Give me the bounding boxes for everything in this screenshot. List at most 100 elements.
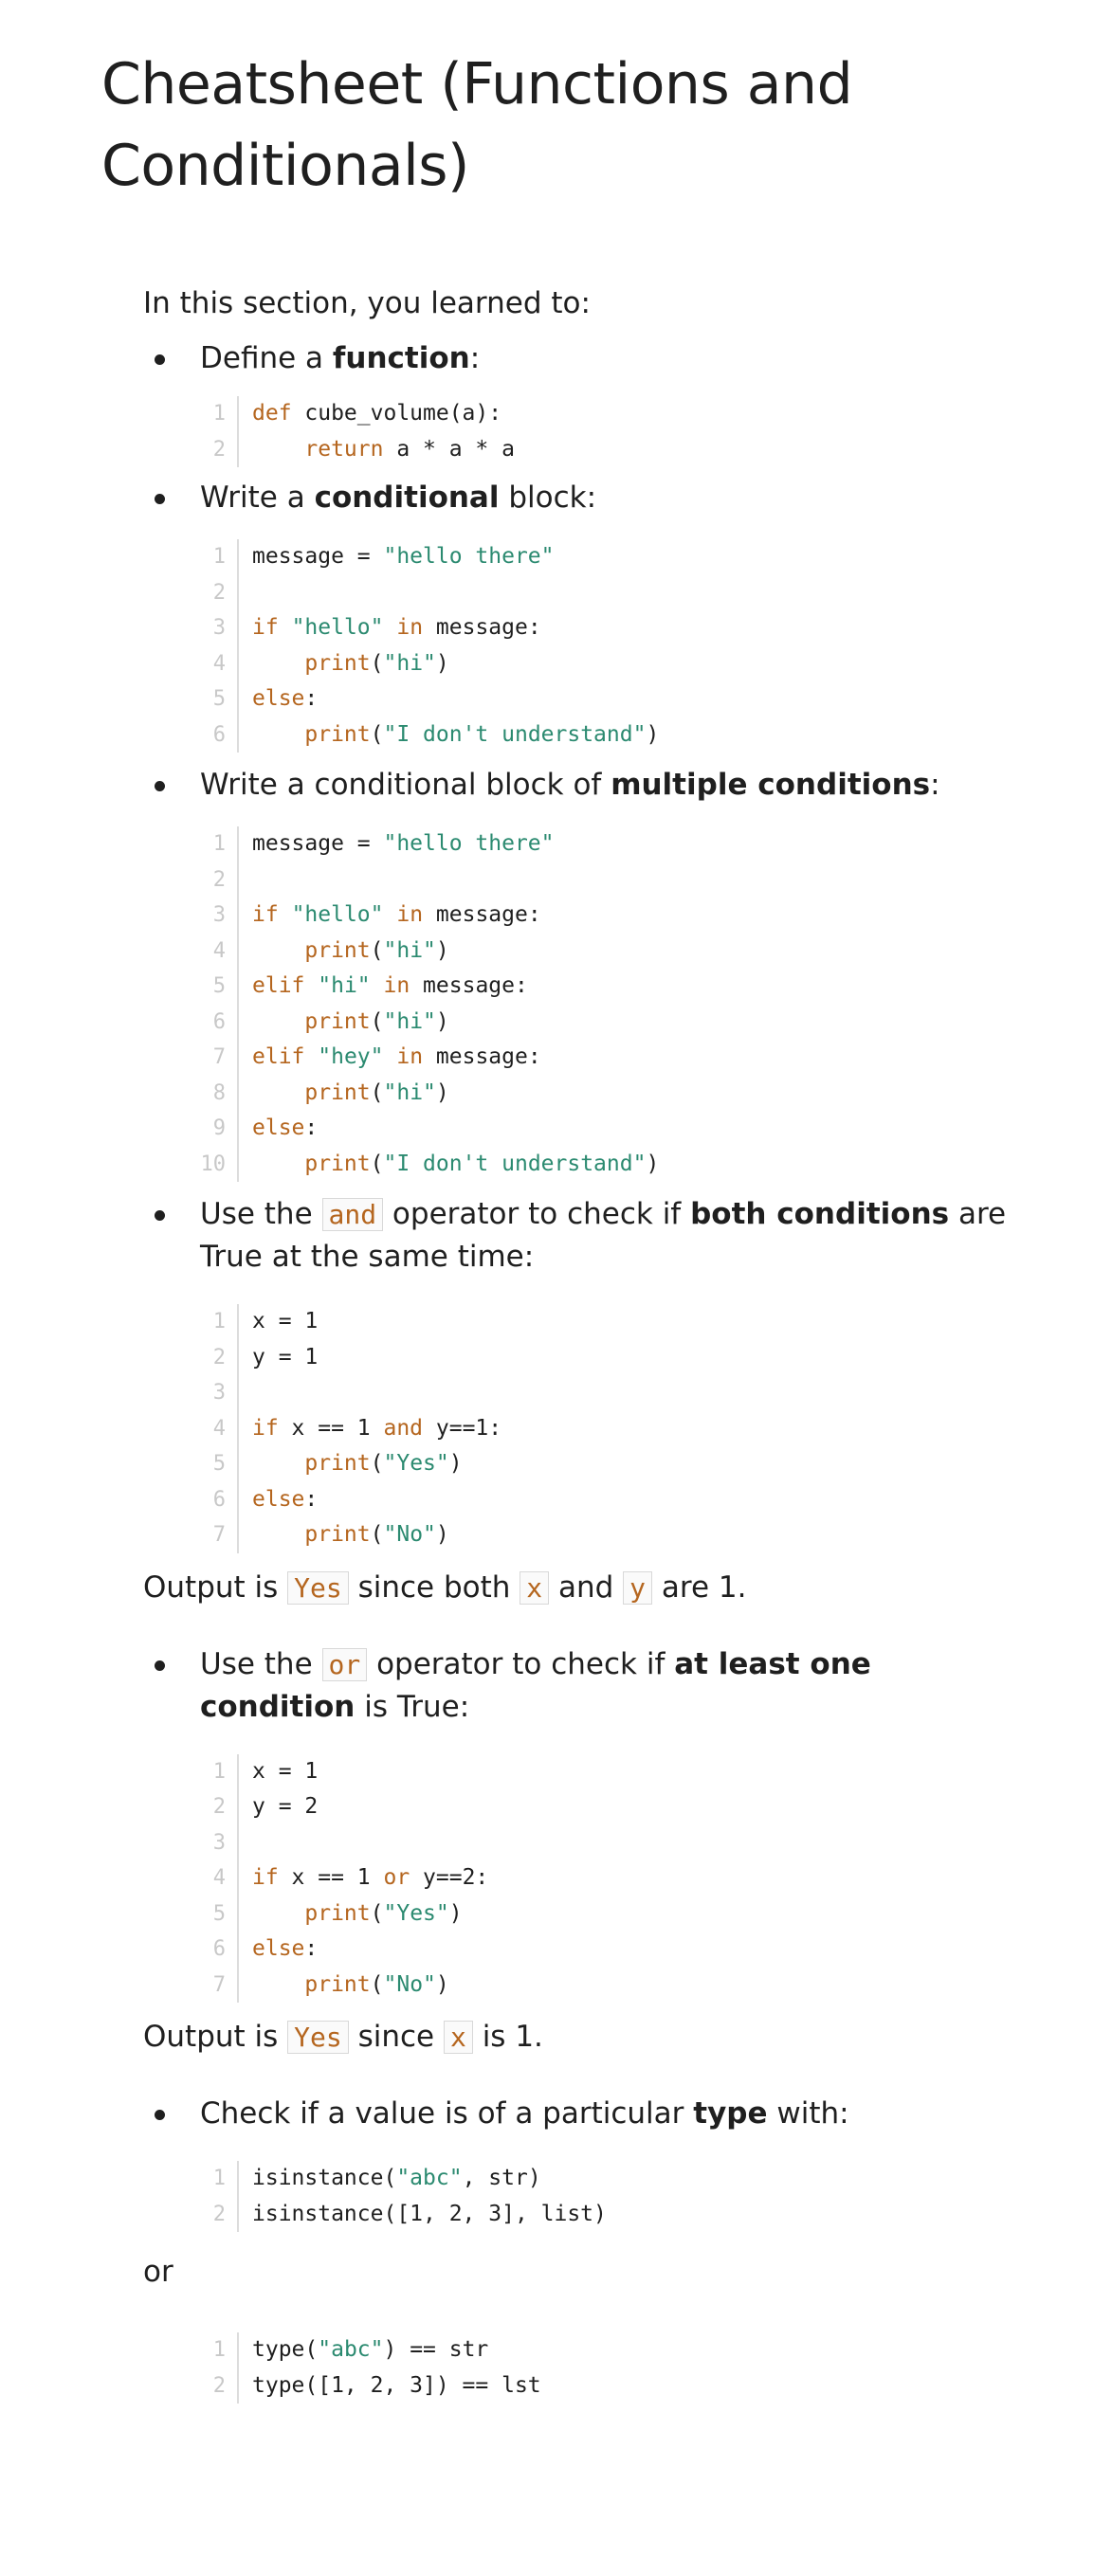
code-text: : xyxy=(304,1486,319,1512)
code-text: ( xyxy=(370,1079,384,1105)
code-text: ) xyxy=(646,1151,660,1176)
code-string: "hi" xyxy=(383,1008,436,1034)
code-text xyxy=(384,1044,397,1069)
bullet-conditional: Write a conditional block: xyxy=(143,477,1012,518)
line-number: 3 xyxy=(195,1824,239,1860)
code-line: 2 xyxy=(195,862,1012,898)
code-text: ( xyxy=(370,1451,384,1476)
code-string: "hello" xyxy=(291,902,384,927)
code-text: ) xyxy=(435,937,449,963)
code-text xyxy=(304,973,318,998)
code-text: : xyxy=(304,1936,319,1961)
line-number: 10 xyxy=(195,1146,239,1182)
code-keyword: print xyxy=(304,1900,371,1926)
code-text: y = 1 xyxy=(252,1344,319,1370)
code-text xyxy=(384,902,397,927)
code-text xyxy=(384,615,397,640)
content: In this section, you learned to: Define … xyxy=(143,282,1012,2404)
inline-code-and: and xyxy=(321,1198,384,1231)
code-string: "No" xyxy=(383,1971,436,1997)
code-text xyxy=(252,1152,304,1176)
code-keyword: print xyxy=(304,1151,371,1176)
line-number: 2 xyxy=(195,431,239,467)
code-text: message: xyxy=(410,973,528,998)
code-text xyxy=(279,615,292,640)
code-line: 7 print("No") xyxy=(195,1517,1012,1553)
line-number: 3 xyxy=(195,1375,239,1411)
code-keyword: print xyxy=(304,937,371,963)
code-string: "hello" xyxy=(291,615,384,640)
code-text: isinstance([1, 2, 3], list) xyxy=(252,2201,607,2226)
code-keyword: in xyxy=(383,973,410,998)
code-text: ) xyxy=(646,721,660,747)
line-number: 3 xyxy=(195,610,239,646)
line-number: 2 xyxy=(195,574,239,610)
line-number: 7 xyxy=(195,1040,239,1076)
line-number: 1 xyxy=(195,2332,239,2368)
bullet-define-function: Define a function: xyxy=(143,337,1012,379)
code-text: ( xyxy=(370,1008,384,1034)
inline-code-yes: Yes xyxy=(287,2021,349,2054)
code-line: 4 print("hi") xyxy=(195,933,1012,969)
code-line: 6 print("hi") xyxy=(195,1004,1012,1040)
code-keyword: print xyxy=(304,1008,371,1034)
code-text xyxy=(252,722,304,747)
line-number: 1 xyxy=(195,1304,239,1340)
intro-text: In this section, you learned to: xyxy=(143,286,591,320)
line-number: 2 xyxy=(195,1789,239,1825)
code-string: "I don't understand" xyxy=(383,1151,647,1176)
code-line: 3 xyxy=(195,1375,1012,1411)
code-text: y==2: xyxy=(410,1865,489,1890)
line-number: 7 xyxy=(195,1967,239,2003)
inline-code-x: x xyxy=(443,2021,473,2054)
code-text xyxy=(252,1901,304,1926)
code-text: message: xyxy=(423,902,541,927)
document-page: Cheatsheet (Functions and Conditionals) … xyxy=(101,0,1012,2404)
code-text: isinstance( xyxy=(252,2166,397,2190)
code-text: ( xyxy=(370,1971,384,1997)
code-text: ) xyxy=(435,1971,449,1997)
code-line: 4 print("hi") xyxy=(195,645,1012,681)
code-line: 3 xyxy=(195,1824,1012,1860)
inline-code-yes: Yes xyxy=(287,1570,349,1605)
code-text xyxy=(304,1044,318,1069)
code-text: ) xyxy=(448,1900,463,1926)
line-number: 1 xyxy=(195,2161,239,2197)
code-keyword: else xyxy=(252,1116,305,1140)
code-keyword: else xyxy=(252,1486,305,1512)
code-line: 2 return a * a * a xyxy=(195,431,1012,467)
code-text: ( xyxy=(370,650,384,676)
code-string: "hi" xyxy=(383,650,436,676)
code-line: 7 print("No") xyxy=(195,1967,1012,2003)
code-text xyxy=(252,437,304,462)
code-line: 8 print("hi") xyxy=(195,1075,1012,1111)
code-keyword: in xyxy=(396,902,424,927)
code-text xyxy=(252,1451,304,1476)
line-number: 5 xyxy=(195,681,239,717)
code-line: 2 xyxy=(195,574,1012,610)
code-keyword: print xyxy=(304,650,371,676)
code-keyword: elif xyxy=(252,1044,305,1069)
code-text: : xyxy=(304,1116,319,1140)
line-number: 1 xyxy=(195,826,239,862)
line-number: 6 xyxy=(195,717,239,753)
line-number: 7 xyxy=(195,1517,239,1553)
line-number: 1 xyxy=(195,539,239,575)
code-line: 5 print("Yes") xyxy=(195,1896,1012,1932)
output-note-and: Output is Yes since both x and y are 1. xyxy=(143,1569,747,1605)
line-number: 2 xyxy=(195,2367,239,2404)
code-keyword: print xyxy=(304,1451,371,1476)
bullet-multiple-conditions: Write a conditional block of multiple co… xyxy=(143,764,1012,806)
